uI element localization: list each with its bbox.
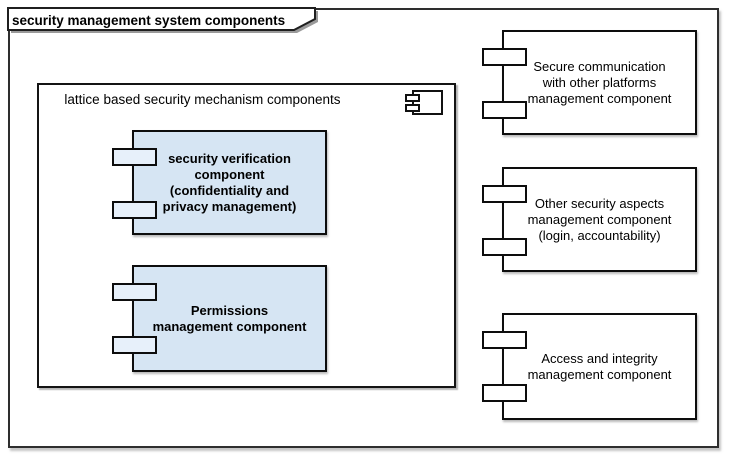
frame-title: security management system components [12, 13, 286, 28]
component-label: Secure communication with other platform… [527, 58, 672, 106]
port-icon [112, 283, 157, 301]
component-secure-communication: Secure communication with other platform… [482, 30, 697, 135]
component-label: security verification component (confide… [162, 150, 297, 214]
component-security-verification: security verification component (confide… [112, 130, 327, 235]
uml-component-icon [405, 90, 443, 115]
uml-frame: security management system components la… [7, 7, 719, 448]
port-icon [482, 384, 527, 402]
component-access-and-integrity: Access and integrity management componen… [482, 313, 697, 420]
lattice-container: lattice based security mechanism compone… [37, 83, 456, 388]
port-icon [482, 185, 527, 203]
uml-icon-port-top [405, 94, 420, 102]
port-icon [482, 238, 527, 256]
port-icon [112, 148, 157, 166]
port-icon [482, 48, 527, 66]
component-permissions-management: Permissions management component [112, 265, 327, 372]
port-icon [482, 331, 527, 349]
uml-icon-port-bottom [405, 104, 420, 112]
container-title: lattice based security mechanism compone… [64, 92, 341, 107]
port-icon [112, 336, 157, 354]
component-label: Other security aspects management compon… [527, 195, 672, 243]
tab-shape [7, 7, 316, 31]
component-label: Permissions management component [152, 302, 307, 334]
component-label: Access and integrity management componen… [527, 350, 672, 382]
port-icon [112, 201, 157, 219]
component-other-security-aspects: Other security aspects management compon… [482, 167, 697, 272]
frame-title-tab [7, 7, 318, 33]
port-icon [482, 101, 527, 119]
